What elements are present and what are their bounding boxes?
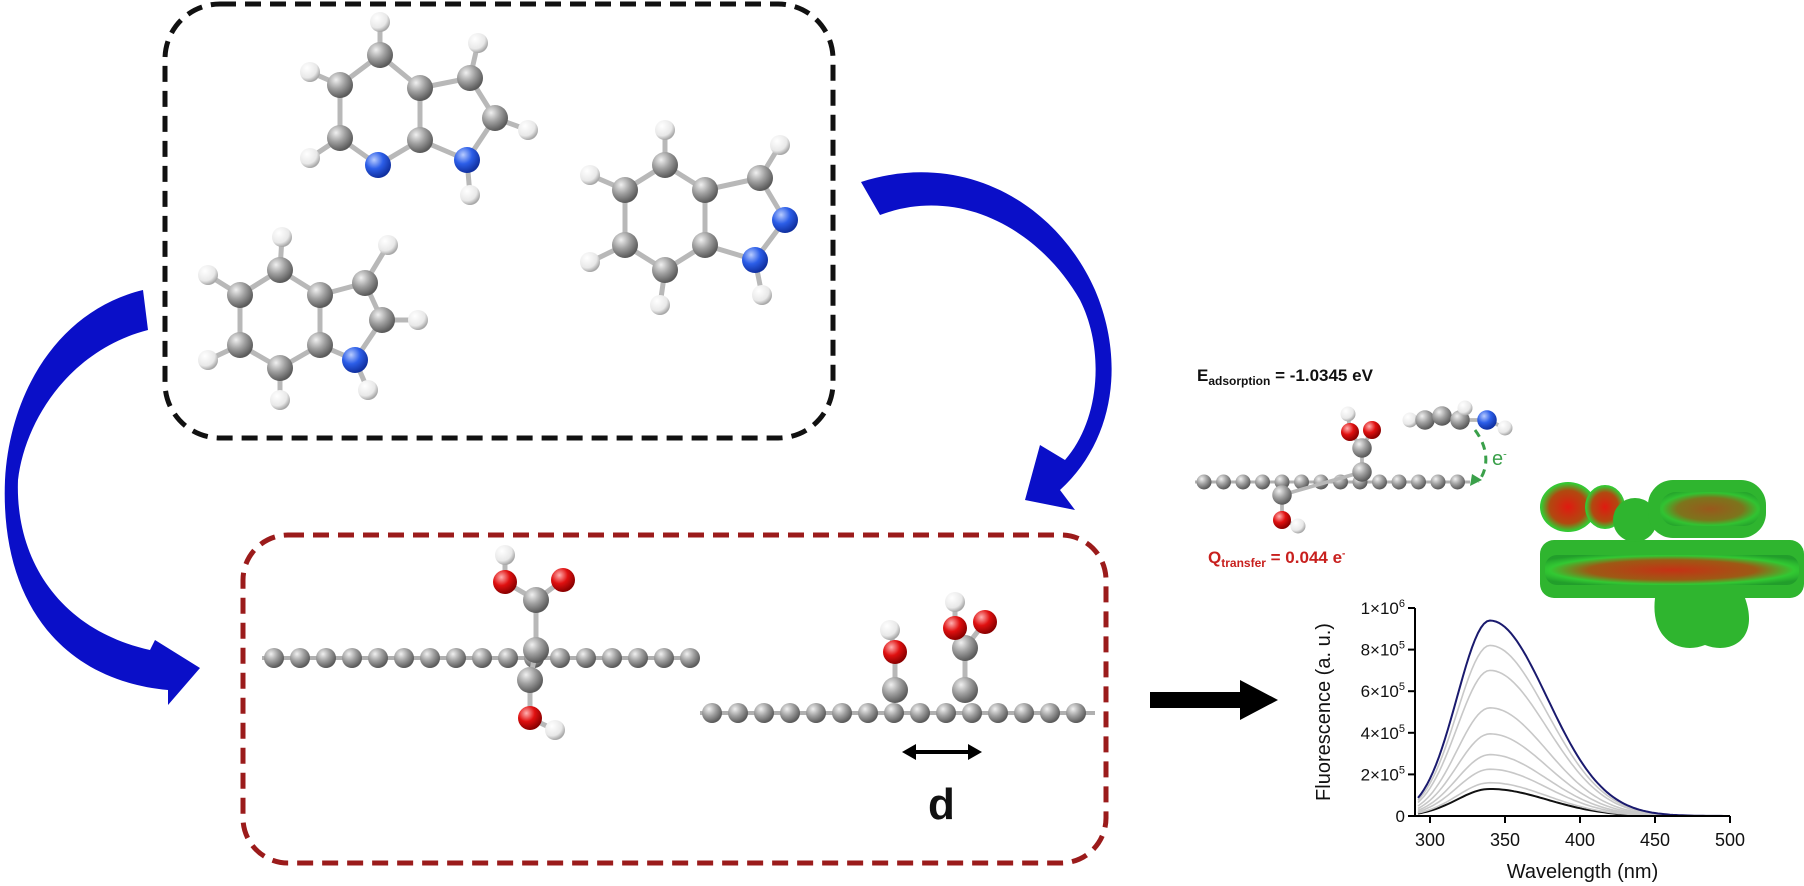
y-tick-label: 2×105 bbox=[1361, 764, 1405, 784]
fluorescence-chart: 300 350 400 450 500 0 2×105 4×105 6×105 8×105 1×10… bbox=[1313, 598, 1745, 883]
chart-series-5 bbox=[1417, 732, 1730, 817]
x-tick-label: 500 bbox=[1715, 830, 1745, 850]
electron-label: e- bbox=[1492, 448, 1507, 470]
x-tick-label: 400 bbox=[1565, 830, 1595, 850]
adsorbed-molecule bbox=[1402, 400, 1513, 436]
arrow-right-icon bbox=[1150, 680, 1278, 720]
charge-transfer-label: Qtransfer = 0.044 e- bbox=[1208, 548, 1346, 570]
functional-groups-adsorption bbox=[1272, 406, 1381, 534]
y-tick-label: 4×105 bbox=[1361, 723, 1405, 743]
graphene-sheet-2 bbox=[700, 703, 1095, 723]
graphene-sheet-adsorption bbox=[1195, 474, 1470, 490]
distance-label: d bbox=[928, 780, 955, 829]
adsorption-energy-label: Eadsorption = -1.0345 eV bbox=[1197, 366, 1373, 388]
graphene-box bbox=[240, 532, 1109, 866]
molecule-azaindole bbox=[300, 12, 538, 205]
functional-groups-1 bbox=[493, 545, 575, 740]
y-tick-label: 1×106 bbox=[1361, 598, 1405, 618]
chart-series-9 bbox=[1417, 788, 1730, 817]
y-tick-label: 6×105 bbox=[1361, 681, 1405, 701]
chart-series-3 bbox=[1417, 669, 1730, 817]
molecule-indazole bbox=[580, 120, 798, 315]
y-tick-label: 8×105 bbox=[1361, 640, 1405, 660]
y-tick-label: 0 bbox=[1396, 807, 1405, 826]
arrow-right-curved-icon bbox=[861, 172, 1112, 510]
arrow-left-curved-icon bbox=[4, 290, 200, 705]
chart-series-7 bbox=[1417, 768, 1730, 817]
electron-transfer-arrow-icon bbox=[1470, 429, 1488, 486]
molecule-indole bbox=[198, 227, 428, 410]
molecule-layer bbox=[198, 12, 1793, 740]
functional-groups-2 bbox=[880, 592, 997, 703]
x-tick-label: 300 bbox=[1415, 830, 1445, 850]
chart-series-1 bbox=[1417, 619, 1730, 817]
x-tick-label: 350 bbox=[1490, 830, 1520, 850]
distance-arrow-icon bbox=[902, 744, 982, 760]
graphene-sheet-1 bbox=[262, 648, 700, 668]
precursor-box bbox=[162, 1, 836, 441]
electrostatic-potential-map bbox=[1540, 480, 1804, 648]
x-axis-label: Wavelength (nm) bbox=[1507, 861, 1659, 883]
x-tick-label: 450 bbox=[1640, 830, 1670, 850]
y-axis-label: Fluorescence (a. u.) bbox=[1313, 623, 1335, 801]
